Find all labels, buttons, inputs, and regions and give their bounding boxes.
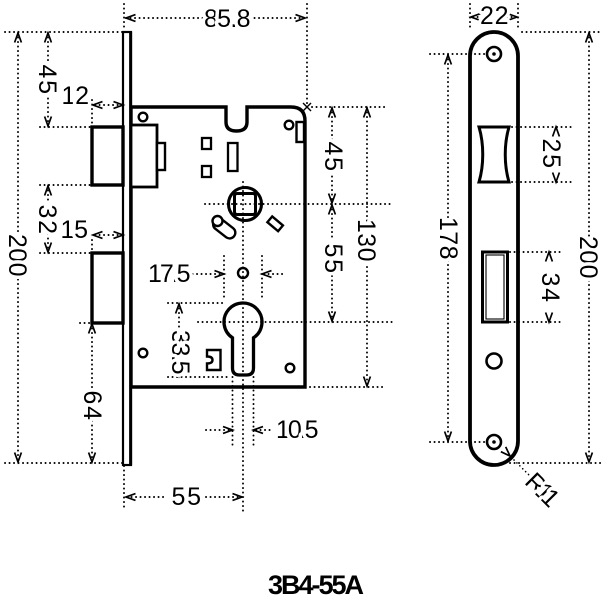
square-hole-lower bbox=[200, 164, 213, 179]
dim-bolt-protrusion-label: 15 bbox=[61, 216, 88, 244]
lock-body-view bbox=[90, 30, 307, 467]
centerlines bbox=[197, 181, 395, 513]
case-screw-hole-top-right bbox=[283, 119, 295, 131]
faceplate-outline bbox=[468, 30, 520, 467]
faceplate-view bbox=[468, 30, 520, 467]
dim-case-height-label: 130 bbox=[352, 219, 380, 261]
dim-screw-spacing-label: 178 bbox=[434, 217, 462, 259]
dim-keyway-width-label: 10.5 bbox=[276, 416, 318, 444]
faceplate-cylinder-hole bbox=[485, 352, 503, 370]
kidney-slot-pin bbox=[211, 214, 224, 228]
case-edge-slot bbox=[295, 120, 306, 144]
latch-tail-step bbox=[155, 141, 167, 172]
dim-bolt-cutout-label: 34 bbox=[536, 273, 564, 303]
dim-cylinder-profile-height-label: 33.5 bbox=[166, 330, 194, 374]
dim-bolt-to-bottom-label: 64 bbox=[78, 391, 106, 421]
latch-cutout bbox=[476, 125, 512, 184]
square-hole-upper bbox=[200, 136, 213, 151]
stamped-bracket-cutout bbox=[205, 348, 222, 372]
dim-faceplate-width-label: 22 bbox=[480, 2, 508, 30]
faceplate-screw-center-bottom bbox=[492, 440, 496, 444]
case-screw-hole-top-left bbox=[137, 111, 149, 123]
dim-latch-protrusion-label: 12 bbox=[62, 82, 89, 110]
case-screw-hole-bottom-left bbox=[137, 347, 149, 359]
bolt-cutout bbox=[481, 250, 509, 324]
dimensions-lock-body: 85.8 200 45 12 32 bbox=[0, 2, 386, 515]
dim-faceplate-height-label: 200 bbox=[3, 234, 31, 276]
angled-slot bbox=[265, 214, 285, 233]
latch-bolt bbox=[90, 125, 125, 187]
faceplate-screw-center-top bbox=[492, 52, 496, 56]
dim-backset-label: 55 bbox=[172, 483, 201, 511]
case-screw-hole-bottom-right bbox=[284, 362, 296, 374]
model-title: 3B4-55A bbox=[268, 570, 364, 600]
latch-tail bbox=[129, 123, 159, 189]
dim-depth-label: 85.8 bbox=[204, 5, 250, 33]
dim-faceplate-height-right-label: 200 bbox=[574, 236, 602, 278]
dim-cylinder-diameter-label: 17.5 bbox=[148, 260, 190, 288]
deadbolt bbox=[90, 251, 125, 325]
bolt-cutout-inner-edge bbox=[485, 254, 505, 320]
slot-hole bbox=[226, 141, 239, 173]
